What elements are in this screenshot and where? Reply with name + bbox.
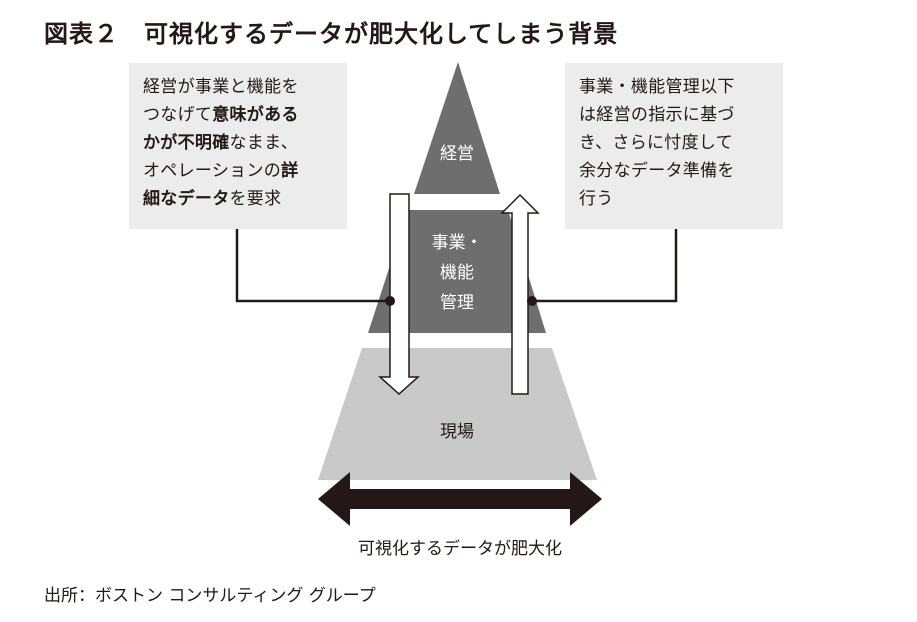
tier-top-label: 経営	[440, 144, 474, 164]
right-note-line: 行う	[579, 189, 614, 209]
right-note-line: 余分なデータ準備を	[579, 161, 735, 181]
right-connector	[532, 229, 678, 303]
bloat-double-arrow	[318, 472, 602, 526]
left-note-line: かが不明確なまま、	[143, 129, 347, 157]
right-note-line: は経営の指示に基づ	[579, 105, 735, 125]
right-note: 事業・機能管理以下は経営の指示に基づき、さらに忖度して余分なデータ準備を行う	[565, 63, 783, 229]
tier-middle-line: 管理	[440, 293, 474, 313]
up-arrow	[500, 193, 540, 395]
tier-top-shape	[414, 62, 500, 194]
right-note-line: き、さらに忖度して	[579, 133, 733, 153]
tier-bottom-label: 現場	[440, 422, 474, 442]
left-note: 経営が事業と機能をつなげて意味があるかが不明確なまま、オペレーションの詳細なデー…	[129, 63, 347, 229]
tier-middle-line: 機能	[440, 263, 474, 283]
tier-middle-label: 事業・機能管理	[418, 228, 496, 318]
right-note-line: 事業・機能管理以下	[579, 77, 735, 97]
tier-middle-shape	[368, 210, 546, 333]
left-note-line: 経営が事業と機能を	[143, 73, 347, 101]
left-note-text: 経営が事業と機能を	[143, 77, 299, 97]
right-connector-dot	[527, 296, 537, 306]
left-note-line: つなげて意味がある	[143, 101, 347, 129]
left-note-text: を要求	[229, 189, 282, 209]
left-connector	[235, 229, 390, 303]
left-connector-dot	[385, 296, 395, 306]
left-note-emphasis: 詳	[281, 161, 299, 181]
figure-title: 図表２ 可視化するデータが肥大化してしまう背景	[44, 20, 619, 48]
left-note-line: オペレーションの詳	[143, 157, 347, 185]
left-note-text: なまま、	[229, 133, 299, 153]
left-note-emphasis: 意味がある	[212, 105, 299, 125]
tier-bottom-shape	[318, 348, 597, 480]
down-arrow	[378, 193, 420, 396]
left-note-text: つなげて	[143, 105, 213, 125]
left-note-text: オペレーションの	[143, 161, 282, 181]
left-note-emphasis: かが不明確	[143, 133, 230, 153]
source-note: 出所：ボストン コンサルティング グループ	[44, 586, 376, 606]
bloat-caption: 可視化するデータが肥大化	[358, 539, 562, 559]
left-note-line: 細なデータを要求	[143, 185, 347, 213]
tier-middle-line: 事業・	[431, 233, 483, 253]
left-note-emphasis: 細なデータ	[143, 189, 230, 209]
